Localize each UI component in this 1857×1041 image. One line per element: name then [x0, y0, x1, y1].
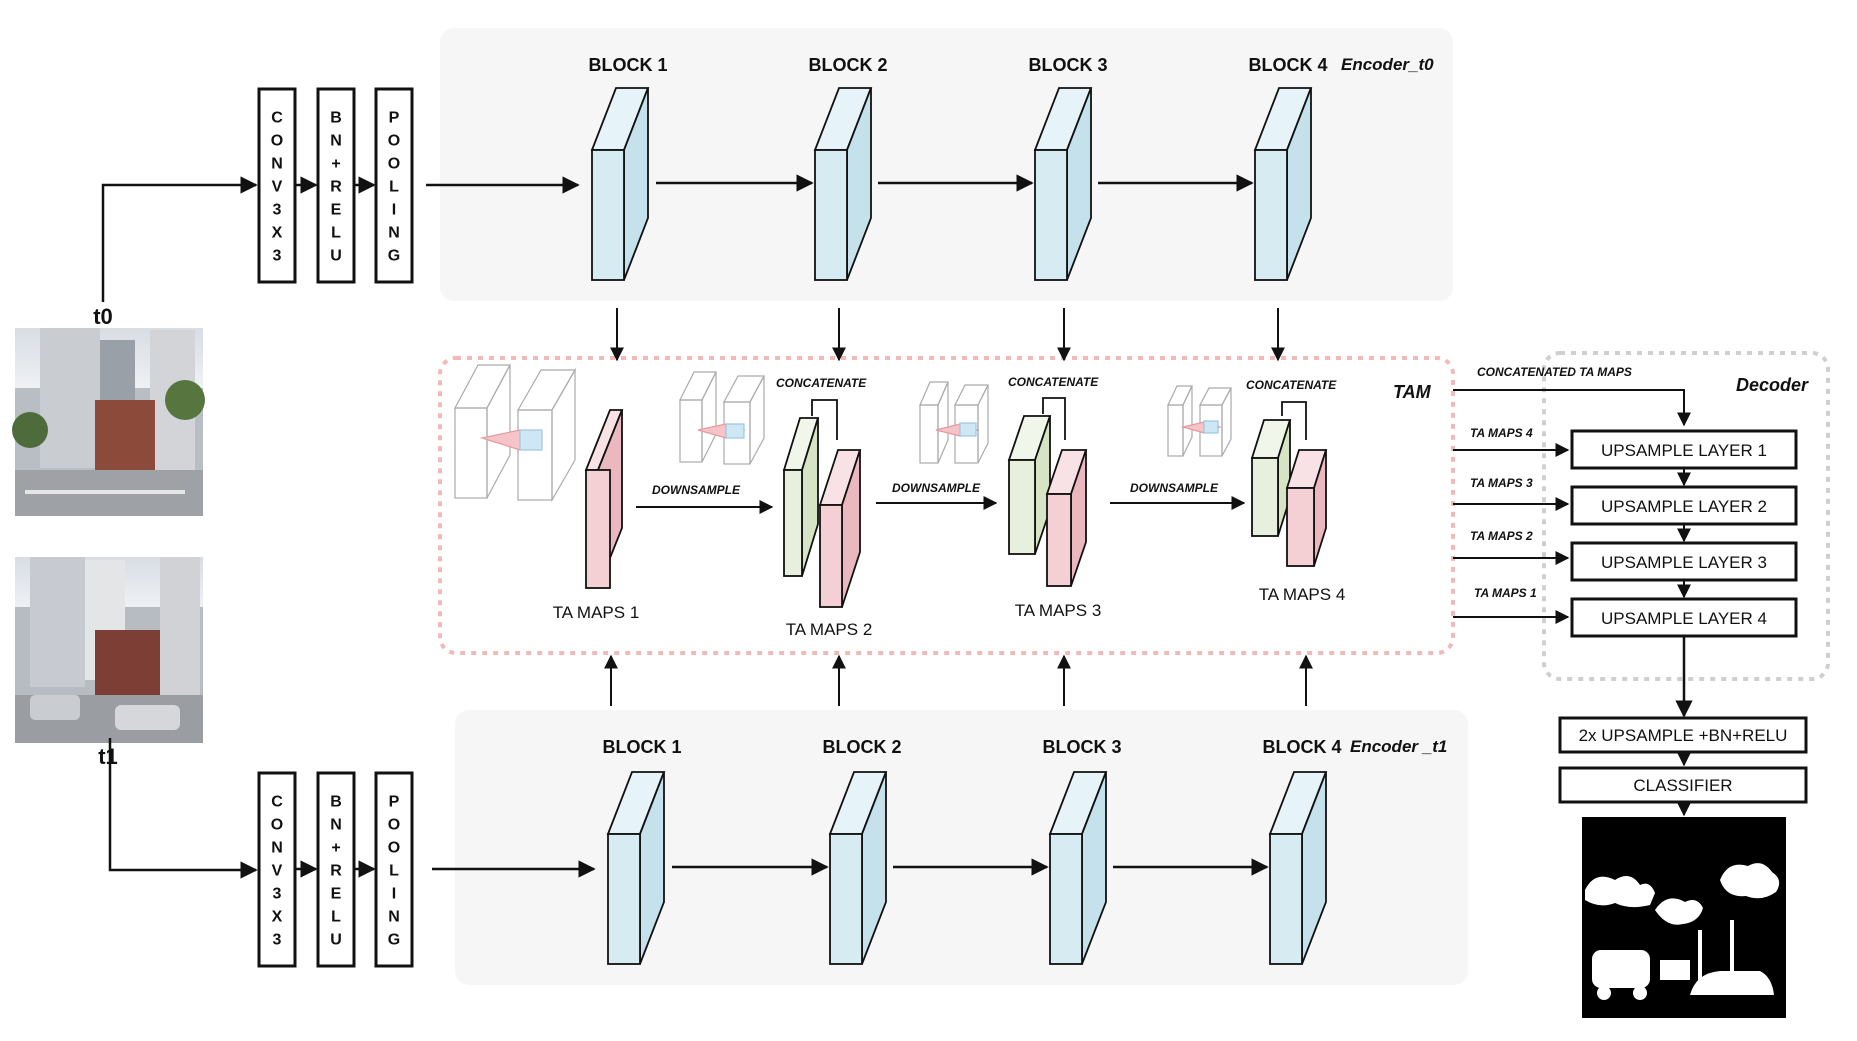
pooling-box	[374, 87, 414, 284]
downsample-label-1: DOWNSAMPLE	[652, 483, 741, 497]
concatenate-label-2: CONCATENATE	[1008, 375, 1099, 389]
tam-title: TAM	[1393, 382, 1432, 402]
attention-sketch-1	[453, 364, 577, 503]
concatenate-label-1: CONCATENATE	[776, 376, 867, 390]
ta-maps-4-label: TA MAPS 4	[1259, 585, 1346, 604]
upsample-layer-1-label: UPSAMPLE LAYER 1	[1601, 441, 1767, 460]
ta-maps-3-block	[1007, 415, 1088, 587]
encoder-t1-panel	[455, 710, 1468, 985]
encoder-t1-block-2	[828, 771, 888, 965]
attention-sketch-4	[1167, 385, 1232, 457]
ta-maps-1-block	[584, 409, 624, 589]
input-image-t0	[12, 328, 205, 516]
encoder-t1-title: Encoder _t1	[1350, 737, 1447, 756]
output-change-mask	[1582, 817, 1786, 1018]
encoder-t0-block-1	[590, 87, 650, 281]
upsample-layer-3-label: UPSAMPLE LAYER 3	[1601, 553, 1767, 572]
encoder-t0-block-4-label: BLOCK 4	[1248, 55, 1327, 75]
encoder-t0-panel	[440, 28, 1453, 301]
classifier-label: CLASSIFIER	[1633, 776, 1732, 795]
classifier-box	[1558, 766, 1808, 804]
encoder-t1-block-4-label: BLOCK 4	[1262, 737, 1341, 757]
upsample-layer-3-box	[1570, 541, 1798, 582]
ta-input-label-4: TA MAPS 4	[1470, 426, 1533, 440]
encoder-t1-block-4	[1268, 771, 1328, 965]
ta-input-label-1: TA MAPS 1	[1474, 586, 1537, 600]
ta-maps-2-block	[782, 417, 862, 608]
encoder-t0-block-3	[1033, 87, 1093, 281]
decoder-title: Decoder	[1736, 375, 1809, 395]
ta-input-label-2: TA MAPS 2	[1470, 529, 1533, 543]
conv3x3-box	[257, 87, 297, 284]
attention-sketch-2	[679, 371, 766, 465]
ta-maps-3-label: TA MAPS 3	[1015, 601, 1102, 620]
encoder-t1-block-1	[606, 771, 666, 965]
input-label-t0: t0	[93, 304, 113, 329]
input-image-t1	[15, 557, 203, 743]
ta-maps-1-label: TA MAPS 1	[553, 603, 640, 622]
arrow-t1-input	[108, 738, 258, 879]
encoder-t1-block-1-label: BLOCK 1	[602, 737, 681, 757]
encoder-t0-block-3-label: BLOCK 3	[1028, 55, 1107, 75]
encoder-t1-block-3	[1048, 771, 1108, 965]
encoder-t1-block-3-label: BLOCK 3	[1042, 737, 1121, 757]
encoder-t0-block-4	[1253, 87, 1313, 281]
upsample-bn-relu-label: 2x UPSAMPLE +BN+RELU	[1579, 726, 1788, 745]
encoder-t0-block-2-label: BLOCK 2	[808, 55, 887, 75]
arrow-t0-input	[101, 176, 258, 302]
upsample-layer-4-label: UPSAMPLE LAYER 4	[1601, 609, 1767, 628]
bn-relu-box	[316, 771, 356, 968]
downsample-label-3: DOWNSAMPLE	[1130, 481, 1219, 495]
downsample-label-2: DOWNSAMPLE	[892, 481, 981, 495]
encoder-t0-block-2	[813, 87, 873, 281]
pooling-box	[374, 771, 414, 968]
encoder-t0-block-1-label: BLOCK 1	[588, 55, 667, 75]
ta-input-label-3: TA MAPS 3	[1470, 476, 1533, 490]
ta-maps-4-block	[1250, 419, 1328, 567]
input-label-t1: t1	[98, 744, 118, 769]
concatenated-ta-maps-label: CONCATENATED TA MAPS	[1477, 365, 1632, 379]
concatenate-label-3: CONCATENATE	[1246, 378, 1337, 392]
upsample-layer-2-label: UPSAMPLE LAYER 2	[1601, 497, 1767, 516]
upsample-bn-relu-box	[1558, 716, 1808, 754]
conv3x3-box	[257, 771, 297, 968]
encoder-t1-block-2-label: BLOCK 2	[822, 737, 901, 757]
encoder-t0-title: Encoder_t0	[1341, 55, 1434, 74]
ta-maps-2-label: TA MAPS 2	[786, 620, 873, 639]
attention-sketch-3	[919, 381, 989, 464]
arrow-concatenated-ta-maps	[1453, 389, 1691, 427]
